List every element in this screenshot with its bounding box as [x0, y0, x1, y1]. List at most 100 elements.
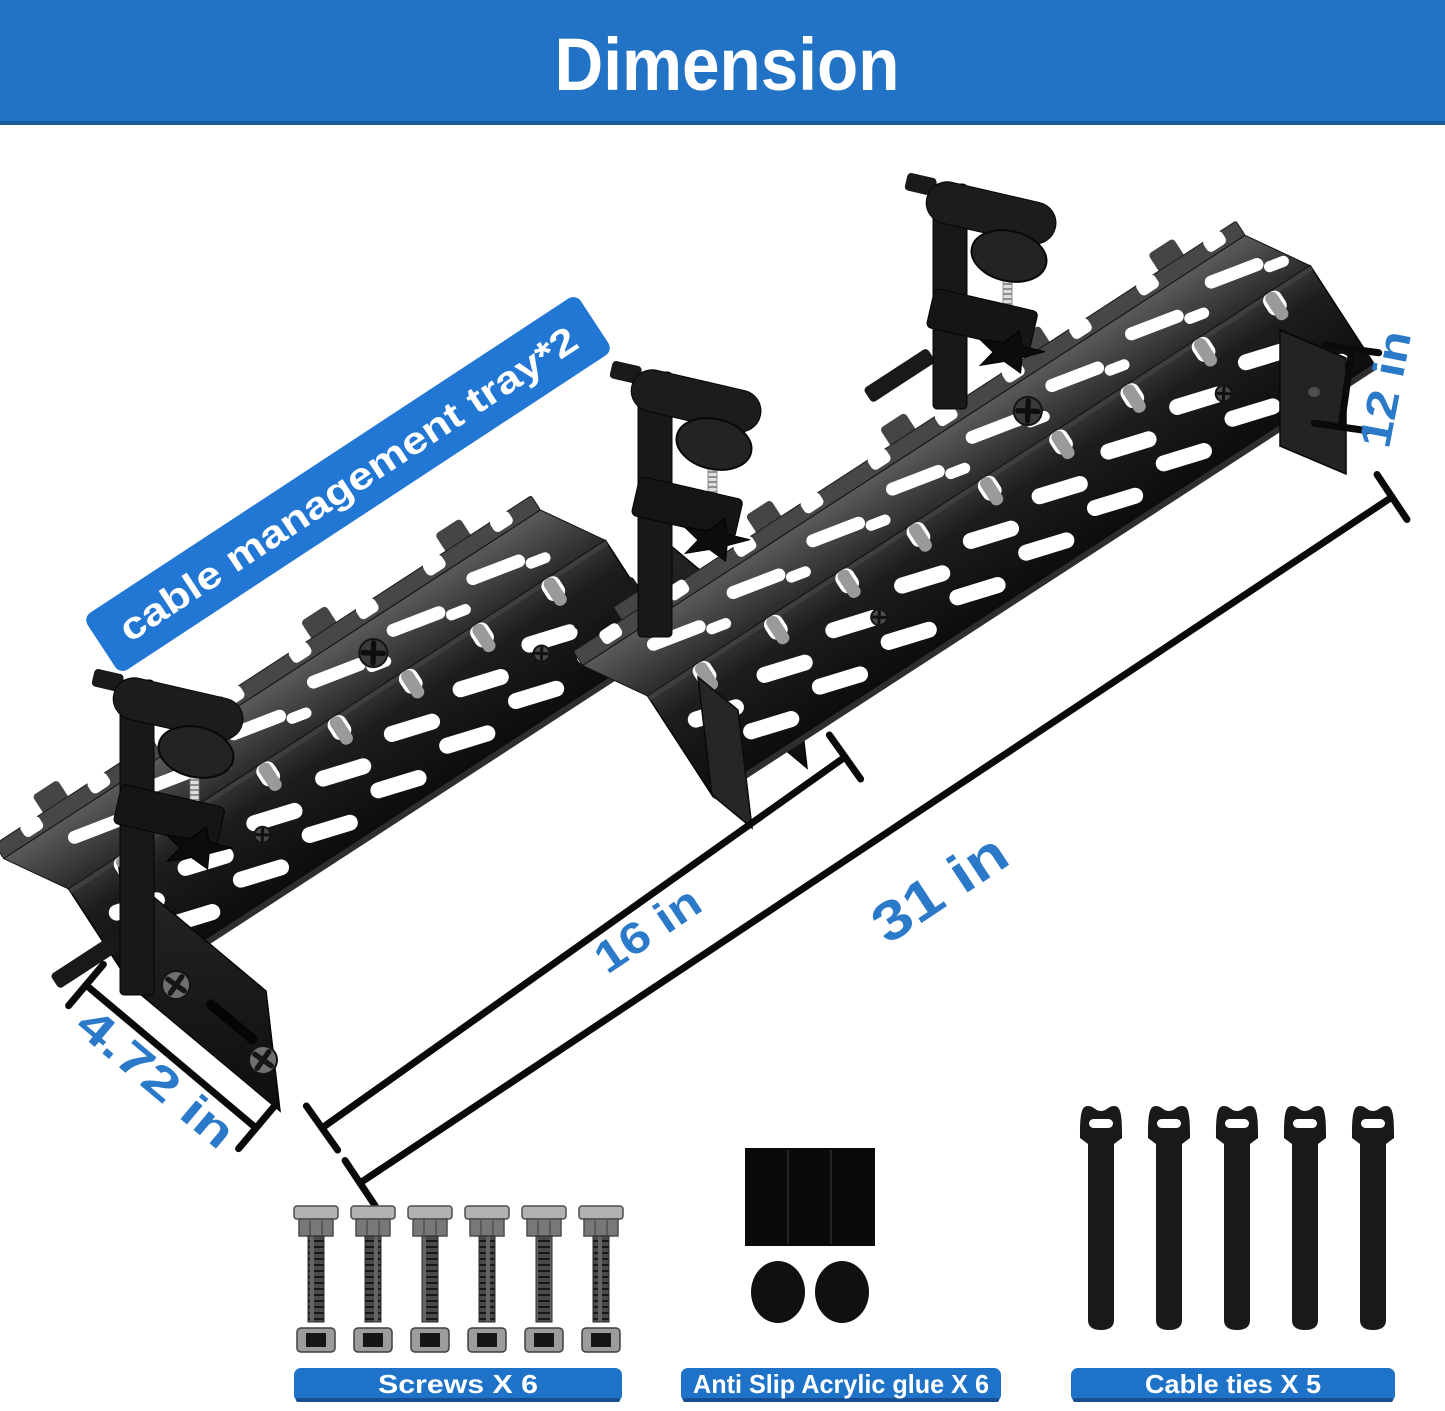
wall-slot	[811, 666, 869, 695]
glue-label-shadow	[683, 1398, 999, 1402]
cable-tie-slot	[1225, 1119, 1249, 1128]
clamp-top-ledge	[609, 360, 642, 384]
dimension-lines	[65, 341, 1411, 1209]
rail-notch	[599, 623, 623, 644]
wall-slot	[452, 668, 509, 698]
front-wall-bottom-edge	[132, 638, 673, 993]
wall-slot	[825, 609, 882, 639]
cable-tray-right	[573, 221, 1378, 800]
screw-head-top	[464, 1205, 510, 1220]
cable-tie-slot	[1089, 1119, 1113, 1128]
screw-shaft	[592, 1235, 610, 1323]
wall-slot	[232, 859, 290, 888]
cable-hook	[401, 669, 425, 699]
wall-slot	[1031, 475, 1088, 505]
cable-tie-body	[1148, 1106, 1190, 1330]
rail-notch	[1203, 231, 1226, 252]
cable-tie-body	[1216, 1106, 1258, 1330]
kit-labels: Screws X 6 Anti Slip Acrylic glue X 6 Ca…	[294, 1368, 1395, 1402]
screw-head	[526, 1218, 562, 1237]
end-plate-hole	[1308, 387, 1320, 397]
screw-item	[464, 1205, 510, 1353]
screw-head	[298, 1218, 334, 1237]
cable-hook	[329, 716, 353, 745]
rail-notch	[422, 554, 446, 576]
nut-center	[306, 1333, 326, 1347]
dim-side-height	[1310, 341, 1383, 435]
wall-slot	[743, 711, 800, 740]
phillips-cross-icon	[534, 646, 549, 661]
wall-slot	[1155, 443, 1212, 472]
page-title: Dimension	[555, 23, 900, 106]
interior-slot	[865, 514, 891, 531]
clamp-pad-disc	[675, 417, 753, 471]
ties-label-background	[1071, 1368, 1395, 1402]
end-wall-screws	[161, 970, 278, 1075]
screw-head-top	[578, 1205, 624, 1220]
dim-total-length-line	[356, 493, 1396, 1187]
wall-slot	[301, 814, 358, 843]
right-tray-right-end-plate	[1279, 328, 1347, 476]
decorative-shape	[1024, 398, 1031, 424]
clamp-lower-arm	[631, 476, 743, 539]
interior-slot	[445, 604, 471, 621]
rail-notch	[1136, 274, 1159, 296]
wall-slot	[315, 758, 372, 787]
interior-slot	[1184, 307, 1210, 324]
cable-hook	[1051, 430, 1075, 460]
cable-tie-slot	[1157, 1119, 1181, 1128]
dim-single-length-line	[318, 753, 849, 1132]
dim-single-length-cap	[302, 1102, 342, 1154]
wall-slot	[507, 680, 565, 710]
decorative-shape	[254, 1049, 272, 1071]
clamp-lower-arm	[926, 288, 1038, 351]
glue-sheet	[745, 1148, 875, 1246]
cable-hook	[1265, 291, 1289, 321]
rail-notch	[490, 511, 513, 532]
screw-head	[412, 1218, 448, 1237]
phillips-cross-icon	[255, 827, 270, 843]
screw-shaft	[535, 1235, 553, 1323]
screw-head-top	[521, 1205, 567, 1220]
wall-slot	[880, 621, 937, 650]
interior-slot	[806, 516, 866, 548]
interior-slot	[286, 707, 312, 724]
dim-total-length-label: 31 in	[860, 821, 1019, 955]
cable-hook	[472, 623, 496, 653]
screw-head	[355, 1218, 391, 1237]
clamp-top-ledge	[904, 172, 937, 196]
clamp-bracket	[119, 679, 155, 996]
phillips-cross-icon	[871, 610, 887, 625]
interior-slot	[1125, 309, 1184, 341]
wall-slot	[383, 713, 441, 742]
screw-item	[350, 1205, 396, 1353]
desk-clamp	[864, 172, 1057, 410]
right-tray-left-end-edge	[697, 675, 753, 830]
dim-total-length-cap	[1373, 471, 1411, 523]
wall-slot	[1169, 386, 1226, 415]
nut-center	[477, 1333, 497, 1347]
screw-shaft	[478, 1235, 496, 1323]
rail-notch	[87, 772, 111, 794]
rail-notch	[1069, 318, 1092, 339]
glue-round-pad	[815, 1261, 869, 1323]
dim-single-length-cap	[825, 731, 865, 783]
screw-shaft	[307, 1235, 325, 1323]
clamp-foot	[569, 577, 640, 630]
cable-hook	[1193, 338, 1218, 367]
header-banner: Dimension	[0, 0, 1445, 125]
cable-ties-group	[1080, 1106, 1394, 1330]
nut-center	[591, 1333, 611, 1347]
interior-slot	[726, 568, 786, 600]
banner-border	[0, 121, 1445, 125]
screw-head	[583, 1218, 619, 1237]
end-wall-slot	[206, 999, 258, 1045]
screws-label-shadow	[296, 1398, 620, 1402]
cable-tie	[1080, 1106, 1122, 1330]
dim-side-height-line	[1337, 345, 1356, 431]
banner-background	[0, 0, 1445, 121]
decorative-shape	[370, 640, 377, 666]
rail-notch	[867, 448, 891, 470]
cable-hook	[694, 662, 719, 691]
